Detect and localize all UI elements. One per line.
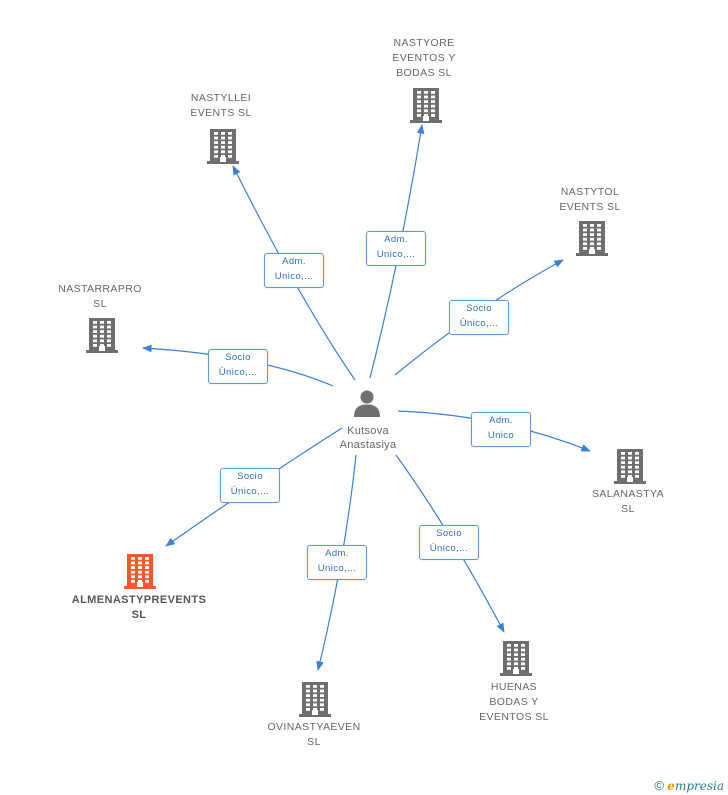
company-name-almenastyprevents[interactable]: ALMENASTYPREVENTS SL	[71, 594, 207, 621]
brand-footer: © empresia	[654, 778, 724, 793]
company-name-salanastya[interactable]: SALANASTYA SL	[591, 488, 665, 515]
edge-label-nastyllei[interactable]: Adm. Unico,...	[264, 253, 324, 288]
company-name-nastyore[interactable]: NASTYORE EVENTOS Y BODAS SL	[392, 37, 456, 79]
building-icon-nastyore[interactable]	[409, 87, 443, 123]
edge-label-nastytol[interactable]: Socio Único,...	[449, 300, 509, 335]
brand-logo-text: mpresia	[674, 779, 724, 793]
edge-label-ovinastyaeven[interactable]: Adm. Unico,...	[307, 545, 367, 580]
company-name-huenas[interactable]: HUENAS BODAS Y EVENTOS SL	[479, 681, 549, 723]
edge-label-huenas[interactable]: Socio Único,...	[419, 525, 479, 560]
company-name-ovinastyaeven[interactable]: OVINASTYAEVEN SL	[267, 721, 361, 748]
building-icon-nastytol[interactable]	[575, 220, 609, 256]
company-name-nastyllei[interactable]: NASTYLLEI EVENTS SL	[190, 92, 252, 119]
person-icon[interactable]	[352, 388, 382, 418]
building-icon-almenastyprevents[interactable]	[123, 553, 157, 589]
building-icon-huenas[interactable]	[499, 640, 533, 676]
company-name-nastarrapro[interactable]: NASTARRAPRO SL	[58, 283, 142, 310]
company-name-nastytol[interactable]: NASTYTOL EVENTS SL	[559, 186, 621, 213]
building-icon-nastarrapro[interactable]	[85, 317, 119, 353]
center-person-name[interactable]: Kutsova Anastasiya	[339, 425, 397, 451]
building-icon-salanastya[interactable]	[613, 448, 647, 484]
edge-label-nastarrapro[interactable]: Socio Único,...	[208, 349, 268, 384]
building-icon-nastyllei[interactable]	[206, 128, 240, 164]
edge-label-almenastyprevents[interactable]: Socio Único,...	[220, 468, 280, 503]
building-icon-ovinastyaeven[interactable]	[298, 681, 332, 717]
copyright-icon: ©	[654, 778, 664, 793]
edge-label-nastyore[interactable]: Adm. Unico,...	[366, 231, 426, 266]
edge-label-salanastya[interactable]: Adm. Unico	[471, 412, 531, 447]
brand-logo-e: e	[667, 779, 675, 793]
